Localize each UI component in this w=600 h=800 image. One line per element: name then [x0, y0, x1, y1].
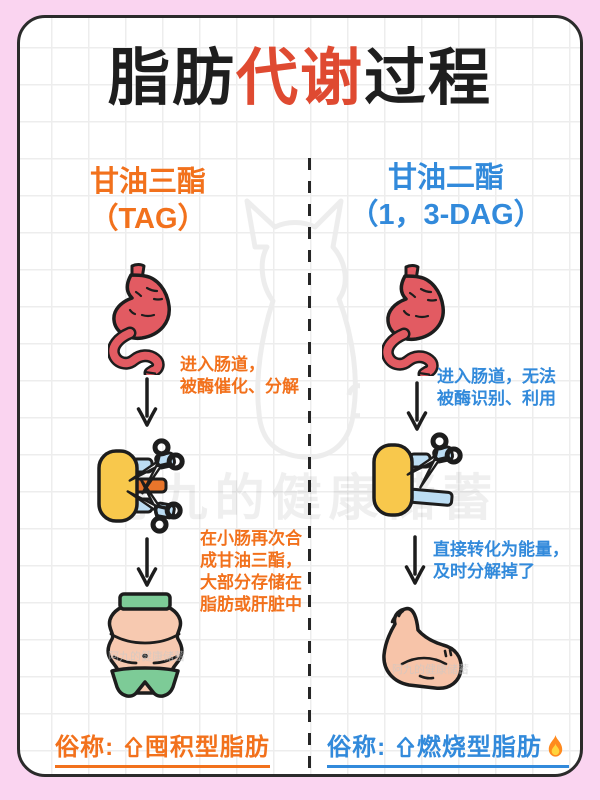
- left-caption-text: 囤积型脂肪: [144, 734, 270, 761]
- left-column-header: 甘油三酯 （TAG）: [20, 164, 276, 238]
- right-column-header: 甘油二酯 （1，3-DAG）: [316, 160, 576, 234]
- up-arrow-icon: [124, 736, 143, 759]
- right-step1-text: 进入肠道，无法 被酶识别、利用: [437, 367, 556, 408]
- left-belly-fat-icon: [100, 592, 190, 704]
- column-divider: [308, 158, 311, 774]
- right-caption-label: 俗称:: [327, 734, 387, 761]
- right-caption-text: 燃烧型脂肪: [416, 734, 542, 761]
- left-caption: 俗称: 囤积型脂肪: [20, 727, 305, 768]
- left-compound-name: 甘油三酯: [89, 166, 206, 198]
- right-compound-abbr: （1，3-DAG）: [349, 199, 543, 231]
- up-arrow-icon: [396, 736, 415, 759]
- title-part-red: 代谢: [235, 44, 364, 113]
- flame-icon: [544, 734, 567, 759]
- left-caption-label: 俗称:: [55, 734, 115, 761]
- right-diglyceride-cut-icon: [368, 423, 483, 523]
- left-down-arrow-1-icon: [136, 376, 158, 428]
- left-down-arrow-2-icon: [136, 536, 158, 588]
- right-down-arrow-2-icon: [404, 534, 426, 586]
- left-triglyceride-cut-icon: [95, 425, 210, 535]
- title-part-black2: 过程: [364, 44, 493, 113]
- left-compound-abbr: （TAG）: [89, 203, 207, 235]
- left-step1-text: 进入肠道， 被酶催化、分解: [180, 355, 299, 396]
- right-step2-text: 直接转化为能量， 及时分解掉了: [433, 540, 569, 581]
- left-stomach-intestine-icon: [108, 263, 182, 375]
- page-title: 脂肪代谢过程: [20, 48, 580, 110]
- grid-paper-card: 阿九的健康储蓄 脂肪代谢过程 甘油三酯 （TAG） 进入肠道， 被酶催化、分解 …: [17, 15, 583, 777]
- right-caption: 俗称: 燃烧型脂肪: [310, 727, 580, 768]
- right-bicep-arm-icon: [372, 602, 464, 697]
- right-compound-name: 甘油二酯: [387, 162, 504, 194]
- left-step2-text: 在小肠再次合 成甘油三酯， 大部分存储在 脂肪或肝脏中: [200, 529, 302, 614]
- title-part-black1: 脂肪: [107, 44, 236, 113]
- right-stomach-intestine-icon: [382, 264, 456, 376]
